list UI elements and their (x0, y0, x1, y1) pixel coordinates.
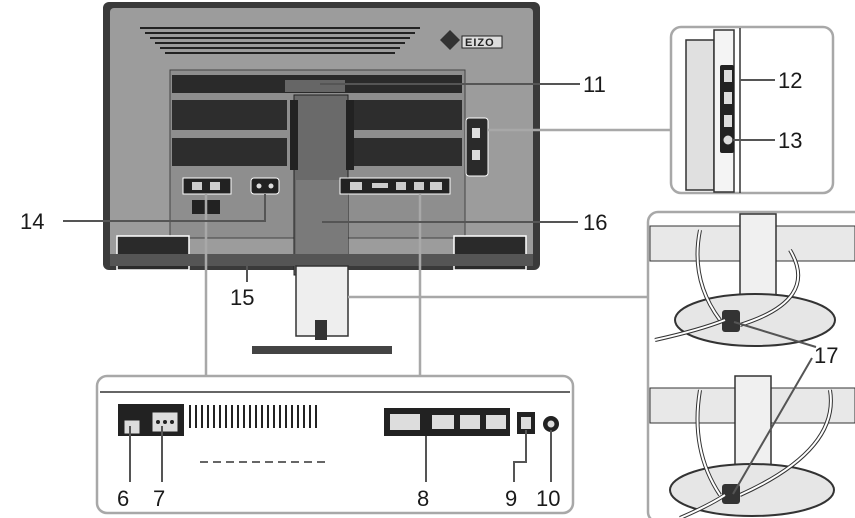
security-slot-area (250, 177, 280, 195)
displayport-connector-1 (460, 415, 480, 429)
callout-14: 14 (20, 209, 44, 234)
callout-labels: 6 7 8 9 10 11 12 13 14 15 16 17 (20, 68, 838, 511)
top-vents (140, 27, 420, 54)
callout-13: 13 (778, 128, 802, 153)
logo-text: EIZO (465, 37, 495, 49)
monitor-back: EIZO (103, 2, 540, 354)
hdmi-connector (432, 415, 454, 429)
callout-7: 7 (153, 486, 165, 511)
callout-17: 17 (814, 343, 838, 368)
eizo-logo: EIZO (440, 30, 503, 50)
callout-11: 11 (583, 72, 606, 97)
leader-lines (63, 79, 817, 495)
usb-port-1 (724, 70, 732, 82)
headphone-jack (722, 134, 734, 146)
dvi-connector (390, 414, 420, 430)
displayport-connector-2 (486, 415, 506, 429)
callout-6: 6 (117, 486, 129, 511)
usb-port-2 (724, 92, 732, 104)
vent-slots (189, 405, 317, 428)
callout-10: 10 (536, 486, 560, 511)
cable-cover (296, 180, 348, 260)
cable-holder-upper (722, 310, 740, 332)
callout-9: 9 (505, 486, 517, 511)
callout-16: 16 (583, 210, 607, 235)
callout-12: 12 (778, 68, 802, 93)
connector-detail-panel (95, 374, 575, 515)
usb-port-3 (724, 115, 732, 127)
callout-15: 15 (230, 285, 254, 310)
callout-8: 8 (417, 486, 429, 511)
power-port-area (182, 177, 232, 195)
detail-connector-lines (204, 128, 671, 376)
side-usb-panel (465, 117, 489, 177)
stand-base (252, 346, 392, 354)
cable-holder-detail-panel (646, 210, 855, 518)
usb-detail-panel (669, 25, 835, 195)
